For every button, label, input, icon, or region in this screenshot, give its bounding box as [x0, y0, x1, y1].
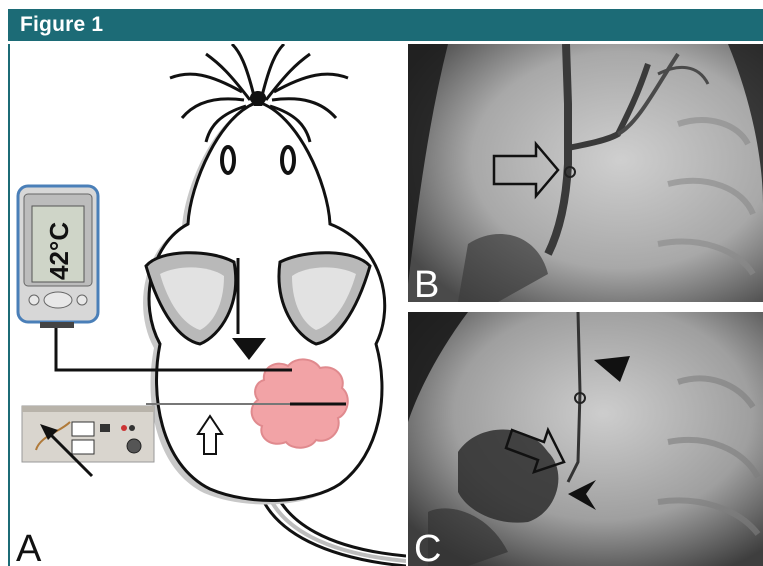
temperature-readout: 42°C — [44, 222, 74, 280]
panel-b-angiogram: B — [408, 44, 763, 302]
figure-title-bar: Figure 1 — [8, 9, 763, 41]
rat-right-eye — [282, 147, 294, 173]
panel-a-label: A — [16, 530, 41, 566]
panel-c-angiogram: C — [408, 312, 763, 566]
panel-b-label: B — [414, 266, 439, 302]
rf-generator-device — [22, 406, 154, 462]
rat-left-eye — [222, 147, 234, 173]
figure-header: Figure 1 — [0, 0, 763, 44]
panel-c-label: C — [414, 530, 441, 566]
panel-a-schematic: 42°C A — [8, 44, 406, 566]
panel-c-image — [408, 312, 763, 566]
figure-title: Figure 1 — [20, 13, 103, 37]
panel-b-image — [408, 44, 763, 302]
panel-a-illustration: 42°C — [10, 44, 406, 566]
